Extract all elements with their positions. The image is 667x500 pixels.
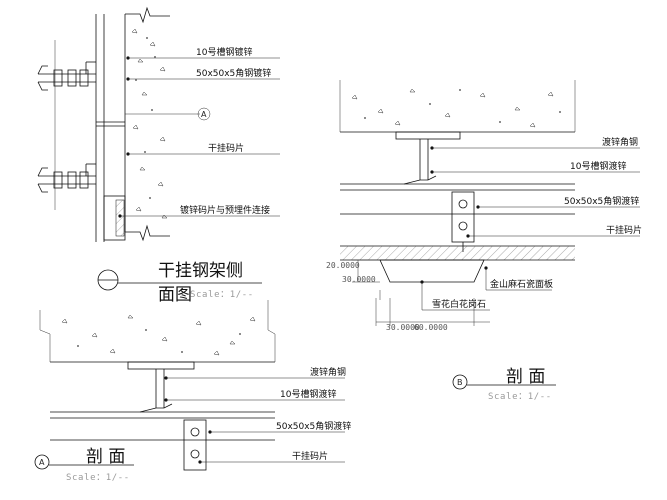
dim-30-vertical: 30.0000 [342, 275, 376, 284]
label-a-channel: 10号槽钢渡锌 [280, 388, 336, 400]
dimensions-b: 20.0000 30.0000 30.0000 60.0000 [326, 259, 490, 332]
section-b-scale: Scale：1/-- [488, 392, 552, 402]
label-b-panel: 金山麻石瓷面板 [490, 278, 553, 290]
label-b-channel: 10号槽钢渡锌 [570, 160, 626, 172]
label-b-angle-50: 50x50x5角钢渡锌 [564, 195, 639, 207]
lower-bracket [37, 163, 96, 193]
label-embed-connection: 镀锌码片与预埋件连接 [180, 204, 270, 216]
label-b-granite: 雪花白花岗石 [432, 298, 486, 310]
section-mark-a: A [201, 110, 207, 119]
dim-20: 20.0000 [326, 261, 360, 270]
label-channel-steel: 10号槽钢镀锌 [196, 46, 252, 58]
channel-joint [96, 121, 125, 127]
section-b-title: 剖 面 [506, 367, 545, 387]
section-a-title-block: A 剖 面 Scale：1/-- [34, 447, 134, 483]
section-b-marker: B [457, 378, 463, 387]
dim-30-horizontal: 30.0000 [386, 323, 420, 332]
side-title-block: 干挂钢架侧 面图 Scale：1/-- [97, 261, 262, 305]
stone-panel-b [340, 245, 575, 283]
label-angle-steel: 50x50x5角钢镀锌 [196, 67, 271, 79]
side-scale: Scale：1/-- [190, 290, 254, 300]
side-leaders [118, 56, 280, 218]
section-a-leaders [164, 376, 345, 464]
label-a-clip: 干挂码片 [292, 450, 328, 462]
label-b-clip: 干挂码片 [606, 224, 642, 236]
side-title-line1: 干挂钢架侧 [158, 261, 243, 281]
slab-a [39, 300, 276, 363]
label-stone-clip: 干挂码片 [208, 142, 244, 154]
concrete-wall [95, 6, 170, 242]
label-a-angle-50: 50x50x5角钢渡锌 [276, 420, 351, 432]
section-a-view: 渡锌角钢 10号槽钢渡锌 50x50x5角钢渡锌 干挂码片 A 剖 面 Scal… [34, 300, 351, 483]
section-a-title: 剖 面 [86, 447, 125, 467]
bolt-plate-a [183, 419, 207, 471]
channel-steel-b [395, 131, 461, 185]
side-view: 10号槽钢镀锌 50x50x5角钢镀锌 A 干挂码片 镀锌码片与预埋件连接 干挂… [37, 6, 280, 305]
bolt-plate-b [451, 191, 475, 252]
label-a-angle: 渡锌角钢 [310, 366, 346, 378]
section-b-view: 20.0000 30.0000 30.0000 60.0000 渡锌角钢 10号… [326, 80, 642, 402]
section-a-marker: A [39, 458, 45, 467]
section-b-leaders [420, 146, 640, 311]
section-a-scale: Scale：1/-- [66, 473, 130, 483]
channel-steel-a [127, 361, 195, 413]
dim-60: 60.0000 [414, 323, 448, 332]
upper-bracket [37, 61, 96, 91]
side-title-line2: 面图 [158, 285, 192, 305]
section-b-title-block: B 剖 面 Scale：1/-- [452, 367, 556, 402]
embedded-plate [103, 195, 126, 241]
label-b-angle: 渡锌角钢 [602, 136, 638, 148]
slab-b [339, 80, 576, 133]
